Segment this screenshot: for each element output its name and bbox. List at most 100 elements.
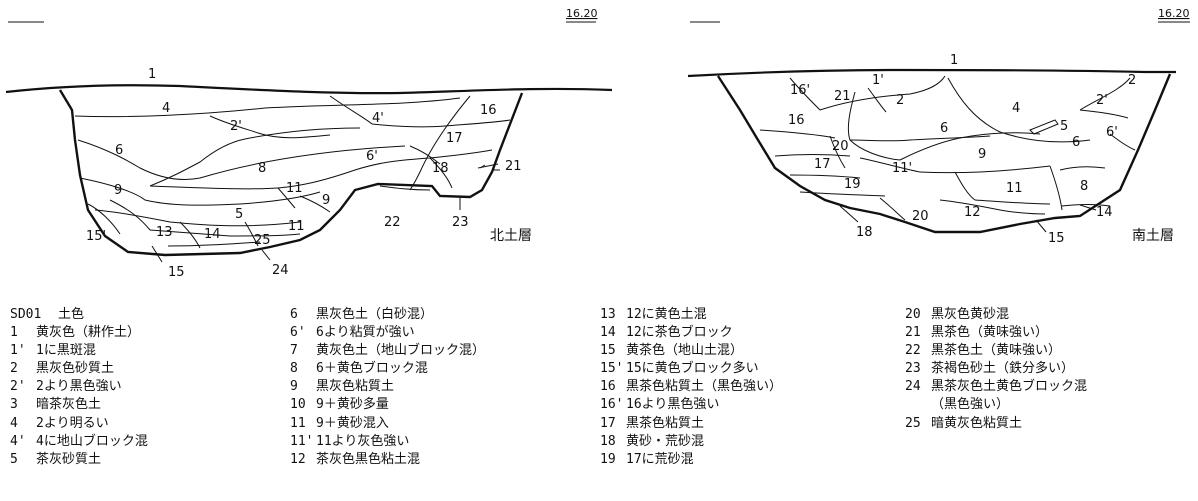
south-label: 4 (1012, 101, 1020, 116)
legend-layer-description: 黒茶色土（黄味強い） (931, 343, 1062, 359)
south-elevation: 16.20 (1158, 7, 1190, 20)
north-label: 9 (114, 183, 122, 198)
south-label: 1 (950, 53, 958, 68)
legend-layer-number: 15 (600, 343, 616, 359)
legend-layer-number: 10 (290, 397, 306, 413)
north-label: 23 (452, 215, 469, 230)
legend-layer-description: 2より黒色強い (36, 379, 122, 395)
legend-entry: （黒色強い） (905, 396, 1087, 414)
legend-layer-number: 18 (600, 433, 616, 449)
legend-layer-description: 黄灰色（耕作土） (36, 325, 141, 341)
legend-layer-number: 15' (600, 361, 624, 377)
legend-layer-number: 8 (290, 361, 298, 377)
legend-layer-number: 9 (290, 379, 298, 395)
south-label: 16' (790, 83, 810, 98)
legend-layer-description: 12に黄色土混 (626, 307, 707, 322)
south-label: 14 (1096, 205, 1113, 220)
legend-layer-description: 6＋黄色ブロック混 (316, 361, 428, 377)
legend-layer-number: 16' (600, 397, 624, 413)
legend-layer-number: 12 (290, 451, 306, 467)
south-label: 6 (940, 121, 948, 136)
legend-layer-description: 15に黄色ブロック多い (626, 361, 759, 377)
legend-layer-description: 黒灰色土（白砂混） (316, 307, 434, 322)
legend-layer-description: 黄灰色土（地山ブロック混） (316, 343, 486, 359)
north-label: 8 (258, 161, 266, 176)
legend-layer-number: 24 (905, 379, 921, 395)
legend-layer-description: 茶灰色黒色粘土混 (316, 451, 421, 467)
south-label: 1' (872, 73, 884, 88)
legend-entry: 6' 6より粘質が強い (290, 324, 485, 342)
north-label: 15 (168, 265, 185, 280)
legend-layer-description: 暗茶灰色土 (36, 397, 102, 413)
legend-layer-number: 4 (10, 415, 18, 431)
legend-layer-number: 3 (10, 397, 18, 413)
north-label: 6' (366, 149, 378, 164)
north-layer-labels: 16.20 1 4 2' 4' 16 6 17 6' 8 18 21 9 11 … (86, 7, 598, 280)
south-label: 20 (912, 209, 929, 224)
south-label: 12 (964, 205, 981, 220)
south-label: 2 (896, 93, 904, 108)
north-label: 1 (148, 67, 156, 82)
legend-layer-number: 6' (290, 325, 306, 341)
legend-layer-number: 2 (10, 361, 18, 377)
north-label: 4 (162, 101, 170, 116)
south-leader-lines (839, 204, 1097, 233)
legend-layer-number: 17 (600, 415, 616, 431)
legend-layer-description: （黒色強い） (931, 397, 1010, 413)
legend-entry: 4 2より明るい (10, 415, 148, 433)
legend-layer-description: 黒灰色黄砂混 (931, 307, 1010, 322)
south-pit-outline (716, 73, 1172, 234)
section-drawings: 16.20 1 4 2' 4' 16 6 17 6' 8 18 21 9 11 … (5, 7, 1190, 280)
legend-layer-number: SD01 (10, 307, 42, 322)
south-label: 9 (978, 147, 986, 162)
legend-layer-description: 暗黄灰色粘質土 (931, 415, 1023, 431)
legend-layer-description: 黒灰色粘質土 (316, 379, 395, 395)
legend-entry: 2' 2より黒色強い (10, 378, 148, 396)
south-label: 8 (1080, 179, 1088, 194)
legend-layer-number: 11' (290, 433, 314, 449)
legend-layer-description: 1に黒斑混 (36, 343, 96, 359)
legend-layer-description: 2より明るい (36, 415, 109, 431)
north-label: 24 (272, 263, 289, 278)
legend-layer-description: 6より粘質が強い (316, 325, 415, 341)
south-label: 5 (1060, 119, 1068, 134)
legend-layer-number: 21 (905, 325, 921, 341)
legend-layer-number: 2' (10, 379, 26, 395)
legend-entry: 22 黒茶色土（黄味強い） (905, 342, 1087, 360)
north-leader-lines (151, 163, 499, 263)
legend-layer-number: 22 (905, 343, 921, 359)
legend-layer-description: 12に茶色ブロック (626, 325, 733, 341)
legend-entry: 4'4に地山ブロック混 (10, 433, 148, 451)
north-label: 14 (204, 227, 221, 242)
south-label: 21 (834, 89, 851, 104)
legend-layer-number: 11 (290, 415, 306, 431)
legend-layer-number: 25 (905, 415, 921, 431)
north-label: 17 (446, 131, 463, 146)
north-pit-outline (58, 89, 524, 257)
north-layer-lines (74, 95, 511, 249)
north-label: 15' (86, 229, 106, 244)
north-label: 6 (115, 143, 123, 158)
north-label: 11 (286, 181, 303, 196)
south-label: 11 (1006, 181, 1023, 196)
north-label: 16 (480, 103, 497, 118)
north-label: 5 (235, 207, 243, 222)
north-label: 13 (156, 225, 173, 240)
legend-layer-number: 16 (600, 379, 616, 395)
north-label: 9 (322, 193, 330, 208)
south-label: 2 (1128, 73, 1136, 88)
north-label: 22 (384, 215, 401, 230)
